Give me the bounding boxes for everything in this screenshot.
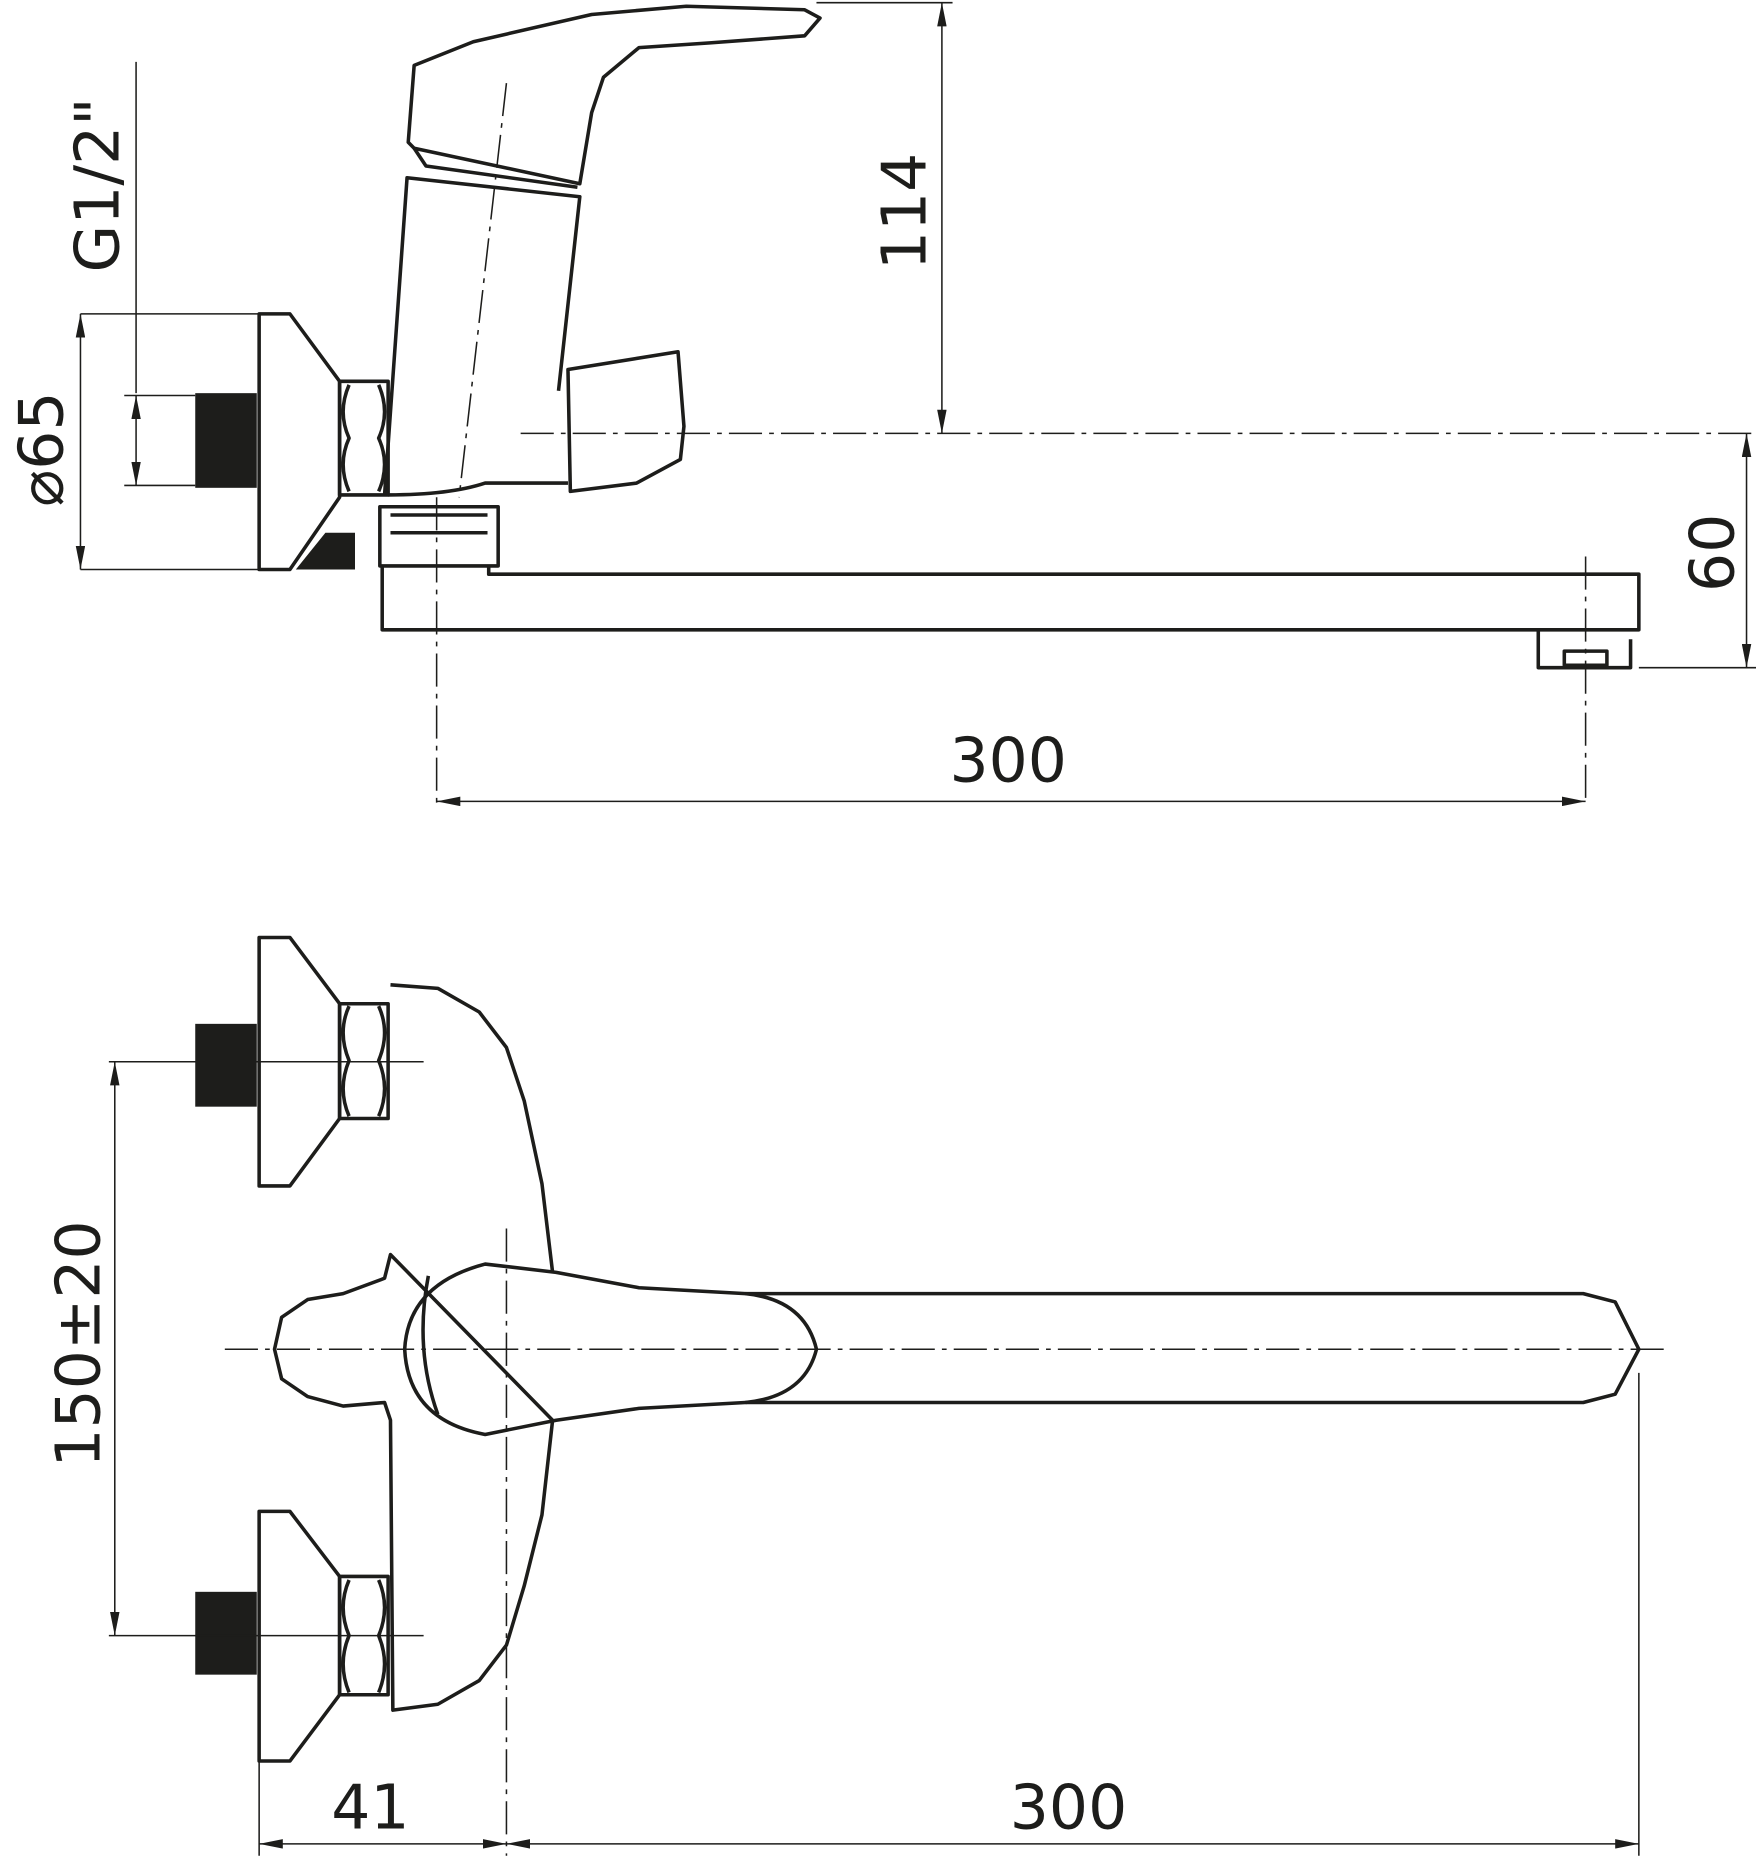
mixer-body <box>382 4 822 497</box>
center-line-vertical <box>458 83 508 498</box>
top-extension-lines <box>108 1060 1640 1856</box>
diverter-knob <box>566 349 686 494</box>
spout-center-lines <box>435 497 1587 805</box>
diameter-label: ⌀65 <box>6 391 78 506</box>
top-view: 150±20 41 300 <box>42 935 1671 1856</box>
inlet-thread <box>195 393 257 488</box>
thread-size-label: G1/2" <box>61 97 133 272</box>
eccentric-nut <box>337 379 390 497</box>
swivel-nut <box>378 504 500 568</box>
side-reach-label: 300 <box>949 724 1066 796</box>
lever-outline <box>421 1275 819 1415</box>
inlet-spacing-label: 150±20 <box>42 1220 114 1467</box>
side-view: G1/2" ⌀65 114 60 300 <box>6 1 1756 807</box>
extension-lines <box>80 1 1756 669</box>
lower-inlet <box>195 1509 390 1763</box>
body-depth-label: 41 <box>331 1771 409 1843</box>
spout-and-lever-top <box>402 1262 1641 1437</box>
mixer-body-top <box>272 983 555 1712</box>
flange-nut <box>295 532 355 570</box>
lever-height-label: 114 <box>868 153 940 270</box>
upper-inlet <box>195 935 390 1188</box>
wall-flange <box>257 312 342 572</box>
aerator <box>1536 629 1633 670</box>
top-reach-label: 300 <box>1010 1771 1127 1843</box>
spout-height-label: 60 <box>1677 514 1749 592</box>
spout <box>380 565 1641 632</box>
